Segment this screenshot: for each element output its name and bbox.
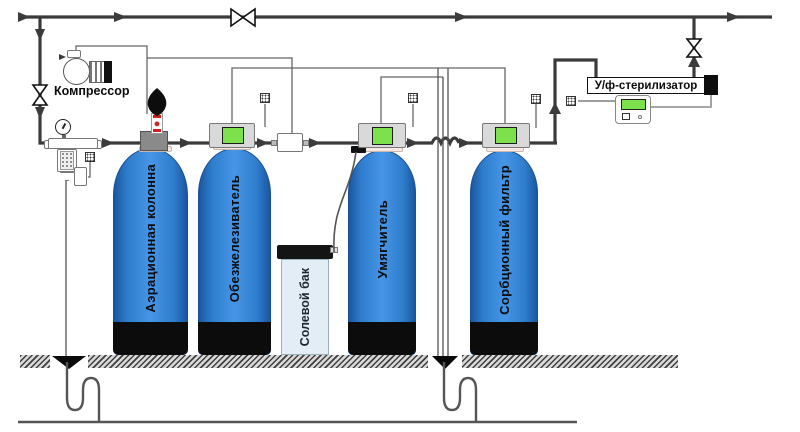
flow-arrow [114,12,127,22]
sensor-stub-filter [88,162,91,178]
drain-funnel-icon [52,356,86,369]
pressure-switch-box [74,167,87,186]
filter-cartridge [60,151,74,170]
shutoff-valve-icon [685,38,703,50]
uv-controller-led [638,115,642,119]
tank-base [198,322,271,355]
flow-arrow-down [35,29,45,41]
sediment-filter-head [48,138,98,149]
compressor-label: Компрессор [54,84,130,98]
brine-tube [333,151,357,253]
sensor-icon [85,152,95,162]
sensor-icon [531,94,541,104]
valve-screen [495,127,517,144]
salt-tank-lid [277,245,333,259]
ejector-box [277,133,303,152]
shutoff-valve-icon [31,93,49,106]
sensor-icon [260,93,270,103]
tank-softener: Умягчитель [348,150,416,355]
flow-arrow-down [35,107,45,119]
compressor-cap [104,61,112,83]
uv-sterilizer: У/ф-стерилизатор [587,77,705,94]
compressor-intake-arrow [59,54,66,60]
flow-arrow [257,138,269,148]
shutoff-valve-icon [241,7,256,28]
valve-screen [372,127,393,145]
shutoff-valve-icon [31,84,49,97]
tank-sorption-filter: Сорбционный фильтр [470,150,538,355]
flow-arrow [727,12,740,22]
uv-controller-button [622,113,630,120]
sensor-icon [408,93,418,103]
floor-slab [462,355,678,368]
brine-port [351,146,366,153]
pressure-gauge-icon [55,119,71,135]
valve-screen [222,127,244,144]
uv-lamp-cap [704,75,718,95]
flow-arrow [180,138,192,148]
gauge-stem [62,135,66,140]
tank-base [113,322,188,355]
siphon-trap [442,362,478,422]
drain-line-iron-sorption [231,67,506,123]
shutoff-valve-icon [685,46,703,58]
shutoff-valve-icon [230,7,245,28]
uv-lamp-wire [651,94,712,108]
flow-arrow-up [688,55,700,67]
flow-arrow [18,12,30,22]
air-line-to-ejector [147,57,293,133]
flow-arrow [455,12,468,22]
tank-aeration-column: Аэрационная колонна [113,148,188,355]
tank-base [470,322,538,355]
sensor-icon [566,96,576,106]
pipe-hop-over-drains [430,136,461,147]
flow-arrow-up [549,102,561,114]
siphon-trap [65,362,101,422]
flow-arrow [407,138,419,148]
uv-label: У/ф-стерилизатор [594,79,698,92]
compressor-intake [67,50,81,58]
salt-tank-body: Солевой бак [281,259,329,355]
tank-iron-remover: Обезжелезиватель [198,148,271,355]
compressor-body [63,58,90,85]
flow-arrow [102,138,114,148]
air-vent-icon [147,88,167,116]
floor-slab [88,355,428,368]
floor-slab [20,355,50,368]
tank-base [348,322,416,355]
flow-arrow [459,138,471,148]
ejector-nub [271,140,277,146]
drain-line-softener [380,76,443,123]
flow-arrow [309,138,321,148]
ejector-nub [303,140,309,146]
uv-controller-lcd [621,99,646,110]
